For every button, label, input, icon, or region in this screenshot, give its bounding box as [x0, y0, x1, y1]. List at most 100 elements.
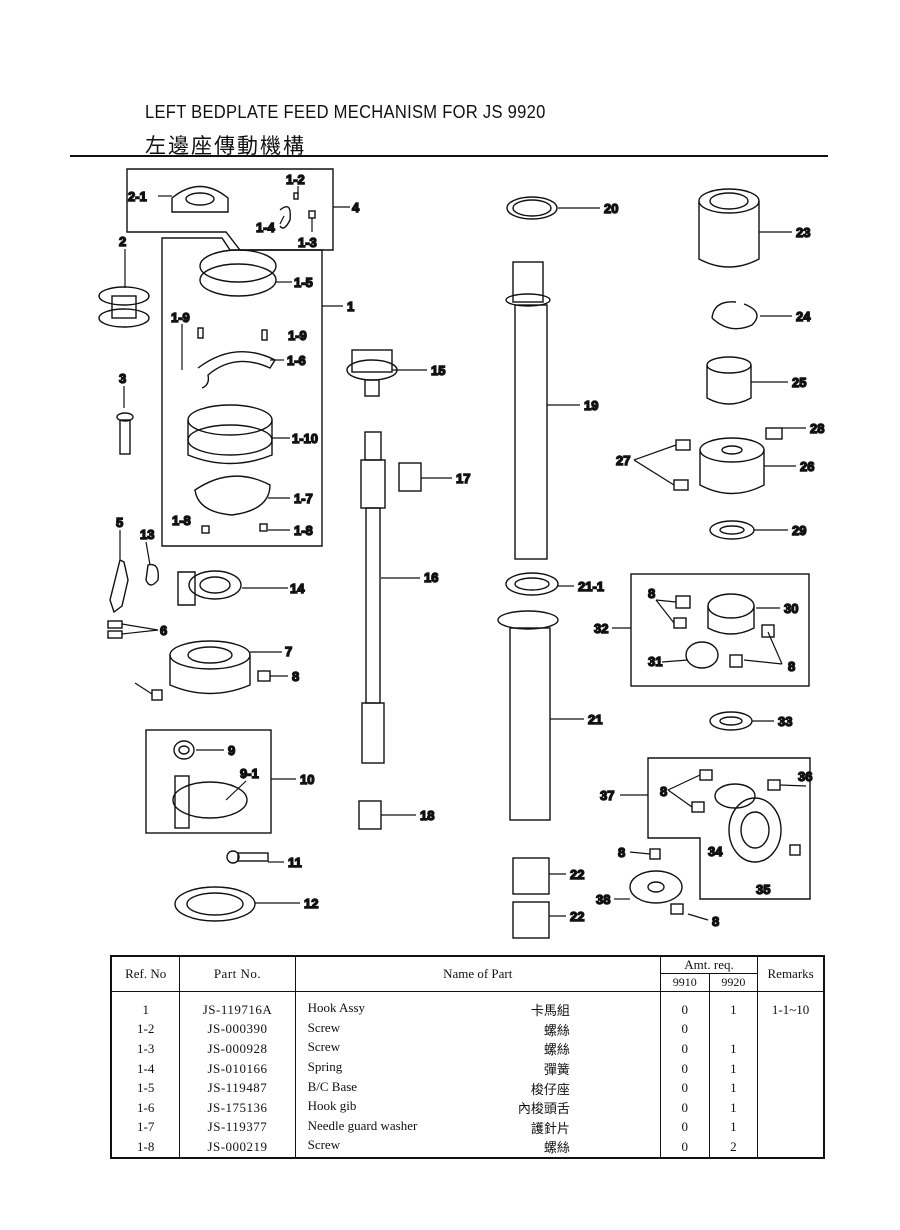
- part-name-english: Hook Assy: [307, 1000, 366, 1016]
- part-name-chinese: 螺絲: [543, 1043, 570, 1059]
- page-title-chinese: 左邊座傳動機構: [145, 134, 306, 158]
- callout-7: 7: [285, 644, 292, 659]
- name-cell: B/C Base 梭仔座: [295, 1078, 661, 1098]
- amt-9910-cell: 0: [660, 1117, 710, 1138]
- callout-16: 16: [424, 570, 438, 585]
- callout-38: 38: [596, 892, 610, 907]
- part-no-cell: JS-175136: [179, 1097, 296, 1118]
- header-remarks: Remarks: [757, 955, 825, 992]
- callout-8-f: 8: [618, 845, 625, 860]
- amt-9910-cell: 0: [660, 1097, 710, 1118]
- callout-35: 35: [756, 882, 770, 897]
- header-model-9910: 9910: [661, 974, 710, 991]
- part-no-cell: JS-119487: [179, 1078, 296, 1098]
- header-name-of-part: Name of Part: [294, 955, 661, 992]
- ref-cell: 1: [111, 991, 181, 1020]
- part-no-cell: JS-119716A: [179, 991, 296, 1020]
- callout-3: 3: [119, 371, 126, 386]
- leader-lines: [119, 186, 807, 921]
- part-no-cell: JS-000219: [179, 1137, 296, 1158]
- ref-cell: 1-8: [111, 1137, 181, 1158]
- ref-cell: 1-5: [111, 1078, 181, 1098]
- callout-22-b: 22: [570, 909, 584, 924]
- part-no-cell: JS-000390: [179, 1019, 296, 1040]
- callout-19: 19: [584, 398, 598, 413]
- part-name-chinese: 梭仔座: [530, 1082, 570, 1098]
- remarks-cell: [758, 1059, 824, 1079]
- remarks-cell: [758, 1098, 824, 1118]
- part-name-english: Screw: [307, 1137, 341, 1153]
- ref-cell: 1-7: [111, 1117, 181, 1138]
- amt-9920-cell: 1: [709, 1117, 759, 1138]
- part-drawings: [98, 185, 801, 939]
- callout-1-10: 1-10: [292, 431, 318, 446]
- callout-29: 29: [792, 523, 806, 538]
- remarks-cell: [758, 1137, 824, 1158]
- part-no-cell: JS-119377: [179, 1117, 296, 1138]
- remarks-cell: 1-1~10: [771, 1001, 810, 1017]
- ref-cell: 1-4: [111, 1058, 181, 1079]
- callout-8-d: 8: [788, 659, 795, 674]
- callout-1: 1: [347, 299, 354, 314]
- callout-21-1: 21-1: [578, 579, 604, 594]
- callout-17: 17: [456, 471, 470, 486]
- callout-9: 9: [228, 743, 235, 758]
- remarks-cell: [758, 1118, 824, 1138]
- callout-1-5: 1-5: [294, 275, 313, 290]
- callout-31: 31: [648, 654, 662, 669]
- callout-20: 20: [604, 201, 618, 216]
- callout-1-8-b: 1-8: [294, 523, 313, 538]
- callout-11: 11: [288, 855, 302, 870]
- callout-8-c: 8: [648, 586, 655, 601]
- callout-33: 33: [778, 714, 792, 729]
- part-name-chinese: 護針片: [530, 1121, 570, 1137]
- callout-37: 37: [600, 788, 614, 803]
- name-cell: Needle guard washer 護針片: [295, 1117, 661, 1138]
- part-no-cell: JS-010166: [179, 1058, 296, 1079]
- group-frames: [126, 168, 811, 900]
- callout-25: 25: [792, 375, 806, 390]
- callout-1-9: 1-9: [171, 310, 190, 325]
- header-amount-required: Amt. req. 9910 9920: [659, 955, 759, 992]
- callout-24: 24: [796, 309, 811, 324]
- callout-12: 12: [304, 896, 318, 911]
- callout-21: 21: [588, 712, 602, 727]
- remarks-cell: [758, 1039, 824, 1059]
- remarks-cell: [758, 1020, 824, 1040]
- header-ref-no: Ref. No: [110, 955, 181, 992]
- callout-1-6: 1-6: [287, 353, 306, 368]
- amt-9920-cell: 2: [709, 1137, 759, 1158]
- callout-4: 4: [352, 200, 360, 215]
- ref-cell: 1-6: [111, 1097, 181, 1118]
- callout-6: 6: [160, 623, 167, 638]
- callout-10: 10: [300, 772, 314, 787]
- callout-1-3: 1-3: [298, 235, 317, 250]
- callout-5: 5: [116, 515, 123, 530]
- callout-8: 8: [292, 669, 299, 684]
- callout-18: 18: [420, 808, 434, 823]
- part-name-english: Needle guard washer: [307, 1117, 418, 1133]
- callout-26: 26: [800, 459, 814, 474]
- part-name-english: B/C Base: [307, 1078, 358, 1094]
- remarks-cell: [758, 1078, 824, 1098]
- callout-8-e: 8: [660, 784, 667, 799]
- amt-9920-cell: 1: [709, 1097, 759, 1118]
- ref-cell: 1-3: [111, 1039, 181, 1059]
- part-no-cell: JS-000928: [179, 1039, 296, 1059]
- callout-9-1: 9-1: [240, 766, 259, 781]
- callout-labels: 2-1 1-2 1-4 1-3 4 2 1-5 1 1-9 1-9 1-6 3 …: [115, 171, 825, 929]
- header-amt-label: Amt. req.: [660, 957, 758, 974]
- callout-2-1: 2-1: [128, 189, 147, 204]
- amt-9910-cell: 0: [660, 1039, 710, 1059]
- amt-9910-cell: 0: [660, 1078, 710, 1098]
- amt-9920-cell: 1: [709, 1039, 759, 1059]
